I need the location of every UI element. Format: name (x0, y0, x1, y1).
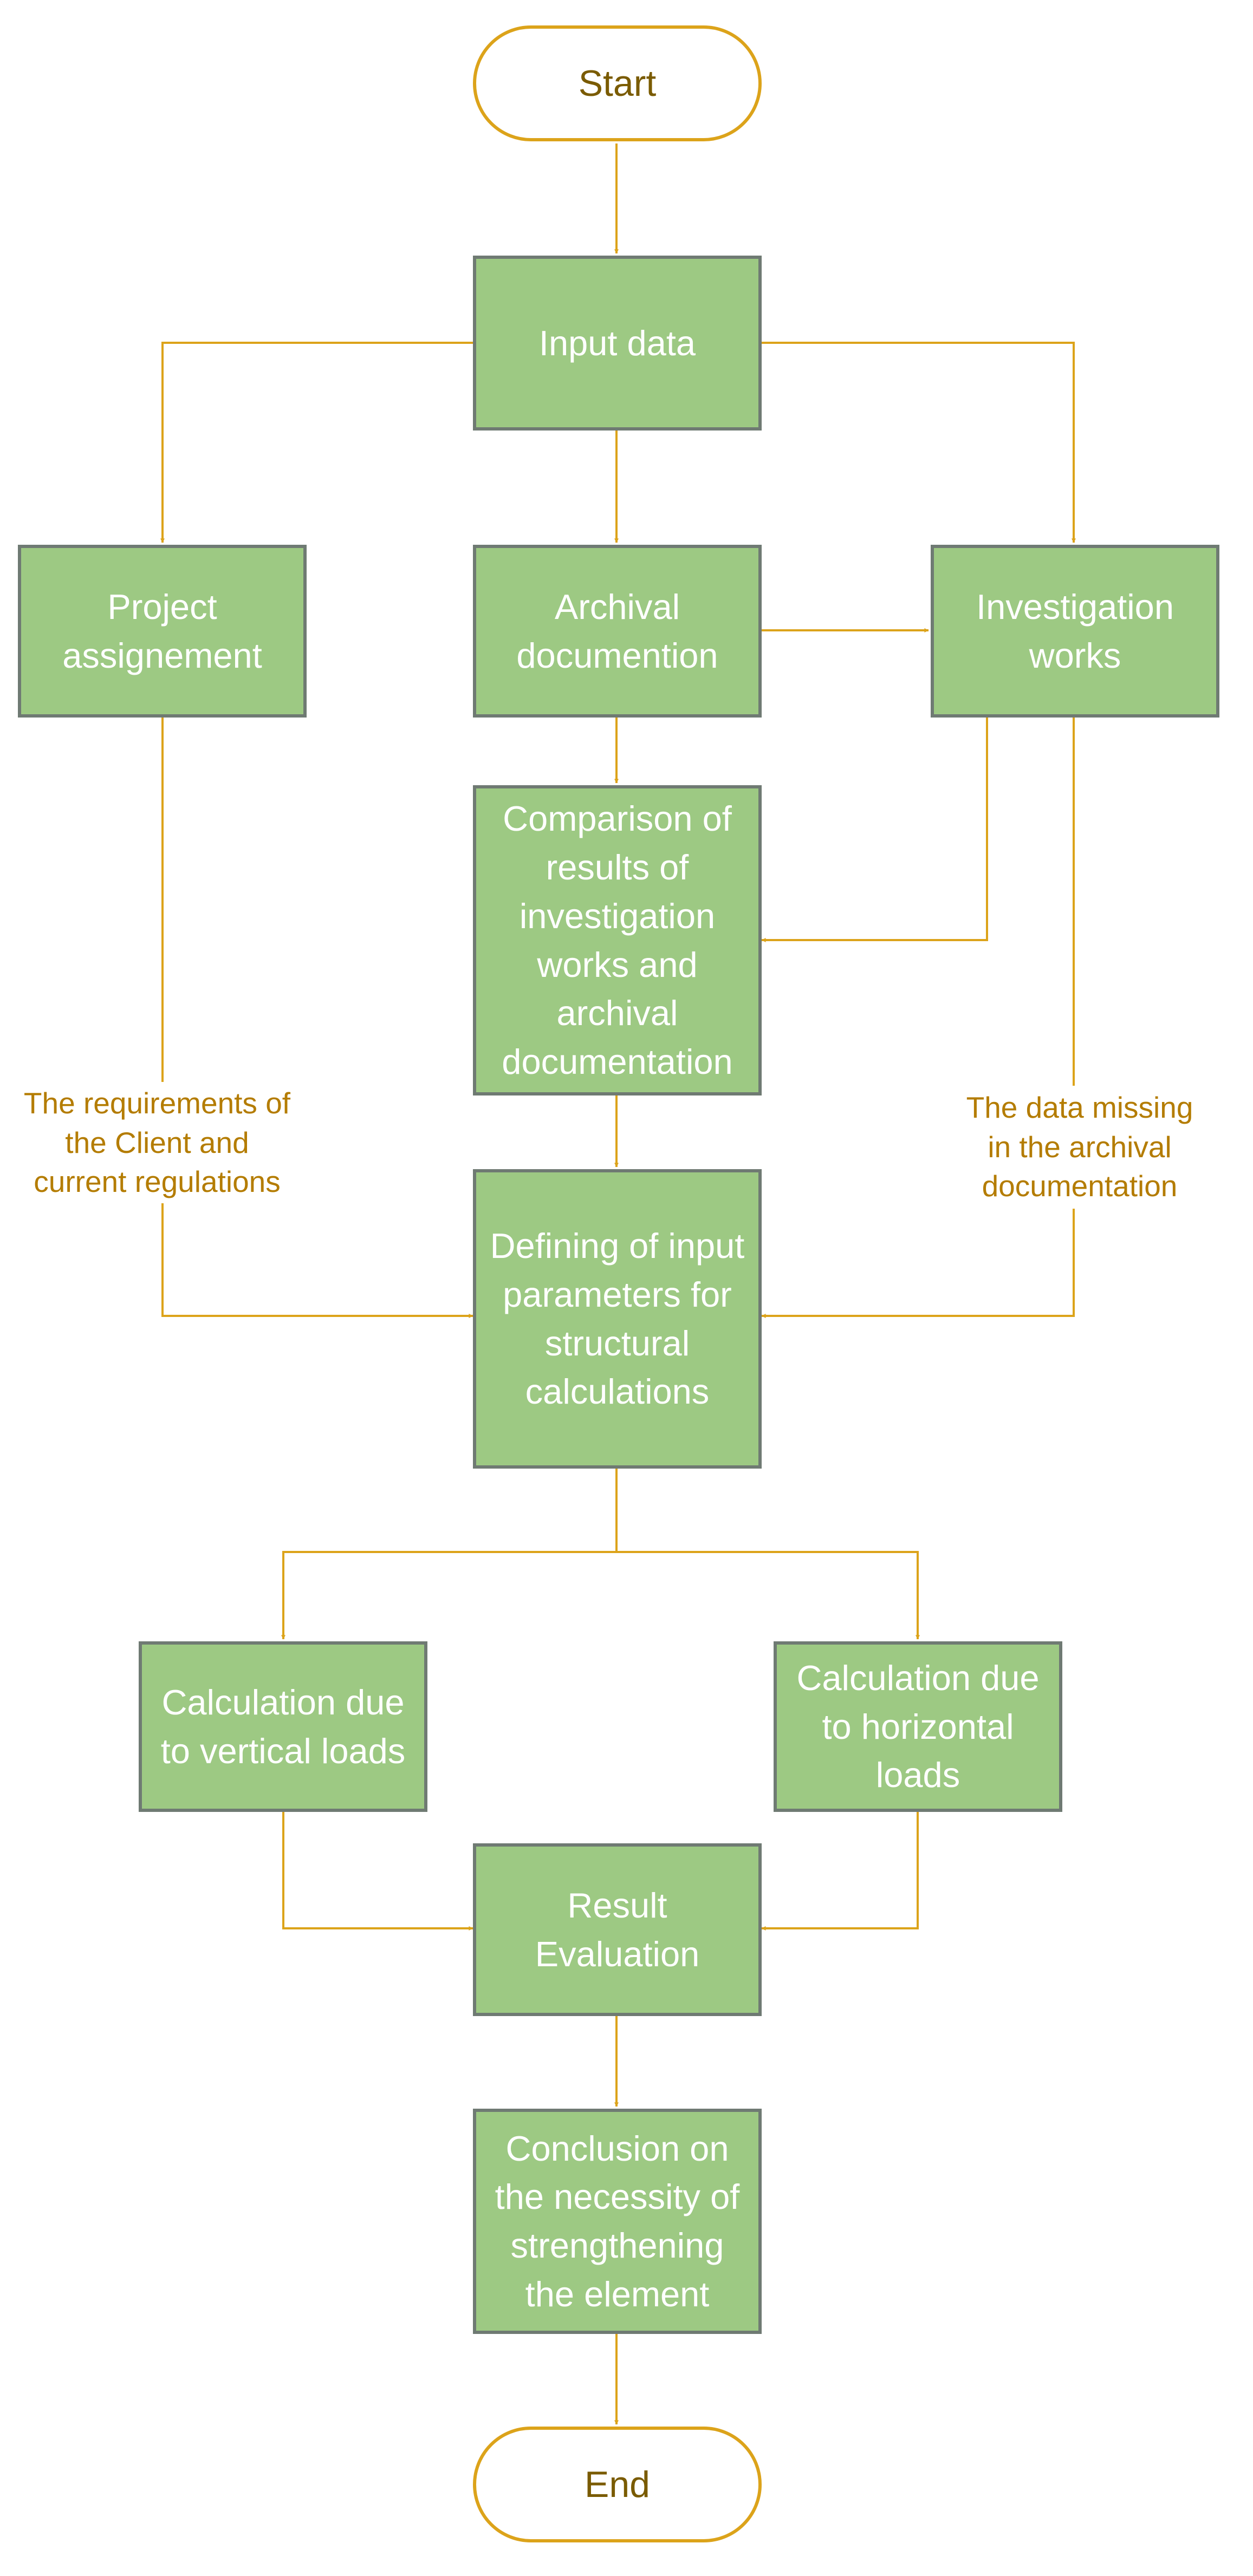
input-data-label: Input data (538, 323, 696, 363)
arrow-defining-to-vertical (281, 1551, 616, 1640)
input-data-box: Input data (473, 256, 762, 431)
end-terminal: End (473, 2427, 762, 2542)
arrow-horizontal-to-result (761, 1812, 919, 1931)
result-evaluation-label: Result Evaluation (535, 1885, 700, 1974)
calc-horizontal-box: Calculation due to horizontal loads (774, 1641, 1062, 1812)
archival-documentation-label: Archival documention (516, 586, 718, 675)
calc-horizontal-label: Calculation due to horizontal loads (796, 1658, 1040, 1795)
conclusion-label: Conclusion on the necessity of strengthe… (495, 2128, 740, 2314)
calc-vertical-box: Calculation due to vertical loads (139, 1641, 427, 1812)
calc-vertical-label: Calculation due to vertical loads (160, 1682, 406, 1771)
arrow-input-to-project (160, 342, 473, 543)
arrow-investigation-to-comparison (761, 718, 988, 942)
archival-documentation-box: Archival documention (473, 545, 762, 718)
result-evaluation-box: Result Evaluation (473, 1843, 762, 2016)
end-label: End (585, 2464, 650, 2505)
conclusion-box: Conclusion on the necessity of strengthe… (473, 2109, 762, 2334)
client-requirements-label: The requirements of the Client and curre… (23, 1086, 291, 1199)
project-assignment-box: Project assignement (18, 545, 307, 718)
arrow-input-to-investigation (762, 342, 1076, 543)
comparison-box: Comparison of results of investigation w… (473, 785, 762, 1095)
start-terminal: Start (473, 25, 762, 141)
missing-data-label: The data missing in the archival documen… (966, 1091, 1193, 1203)
investigation-works-label: Investigation works (976, 586, 1174, 675)
project-assignment-label: Project assignement (62, 586, 262, 675)
comparison-label: Comparison of results of investigation w… (502, 799, 733, 1081)
arrow-investigation-to-defining-lower (761, 1209, 1075, 1318)
investigation-works-box: Investigation works (931, 545, 1219, 718)
start-label: Start (578, 63, 657, 104)
defining-parameters-label: Defining of input parameters for structu… (490, 1226, 745, 1412)
arrow-defining-to-horizontal (616, 1551, 920, 1640)
arrow-project-to-defining-lower (161, 1203, 473, 1318)
defining-parameters-box: Defining of input parameters for structu… (473, 1169, 762, 1469)
arrow-vertical-to-result (282, 1812, 473, 1931)
